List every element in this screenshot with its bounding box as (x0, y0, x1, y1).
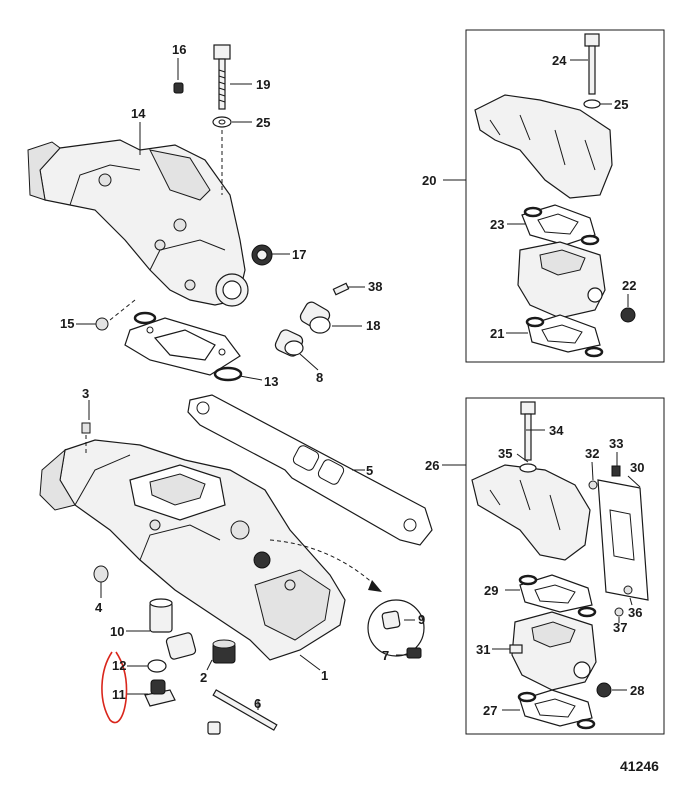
part-labels: 16 19 14 25 17 38 18 15 8 13 3 5 4 10 9 … (60, 42, 644, 718)
label-24: 24 (552, 53, 567, 68)
riser-top-26 (471, 464, 591, 561)
label-1: 1 (321, 668, 328, 683)
label-14: 14 (131, 106, 146, 121)
label-15: 15 (60, 316, 74, 331)
plug-22 (620, 307, 636, 323)
washer-25b (583, 99, 601, 109)
label-18: 18 (366, 318, 380, 333)
fitting-8 (274, 329, 304, 357)
screw-33 (611, 465, 621, 477)
plug-16 (173, 82, 184, 94)
washer-35 (519, 463, 537, 473)
label-38: 38 (368, 279, 382, 294)
label-35: 35 (498, 446, 512, 461)
gasket-27 (517, 689, 596, 730)
elbow-fitting-10 (149, 598, 197, 660)
washer-12 (147, 659, 167, 673)
label-33: 33 (609, 436, 623, 451)
spacer-block-26 (511, 611, 597, 691)
label-27: 27 (483, 703, 497, 718)
label-17: 17 (292, 247, 306, 262)
figure-number: 41246 (620, 758, 659, 774)
bolt-19 (213, 44, 231, 110)
kit-box-26 (465, 397, 665, 735)
label-37: 37 (613, 620, 627, 635)
label-9: 9 (418, 612, 425, 627)
label-19: 19 (256, 77, 270, 92)
drain-plug-11 (144, 679, 176, 707)
label-5: 5 (366, 463, 373, 478)
plug-36 (623, 585, 633, 595)
bolt-24 (584, 33, 600, 95)
cap-2 (212, 639, 236, 664)
label-25-box: 25 (614, 97, 628, 112)
plug-3 (81, 422, 91, 434)
riser-top-20 (474, 94, 613, 199)
label-34: 34 (549, 423, 564, 438)
plug-4 (93, 565, 109, 583)
plug-37 (614, 607, 624, 617)
pin-38 (332, 282, 350, 296)
gasket-23 (521, 204, 600, 246)
label-31: 31 (476, 642, 490, 657)
label-26: 26 (425, 458, 439, 473)
label-30: 30 (630, 460, 644, 475)
manifold-assembly (39, 439, 346, 661)
washer-25 (212, 116, 232, 128)
label-36: 36 (628, 605, 642, 620)
plug-15 (95, 317, 109, 331)
gasket-29 (518, 574, 597, 618)
gasket-21 (525, 314, 604, 358)
label-32: 32 (585, 446, 599, 461)
highlight-markup-circle (101, 651, 128, 724)
plate-30 (597, 479, 649, 601)
label-2: 2 (200, 670, 207, 685)
label-12: 12 (112, 658, 126, 673)
bolt-34 (520, 401, 536, 461)
leader-lines (76, 58, 641, 711)
label-28: 28 (630, 683, 644, 698)
label-3: 3 (82, 386, 89, 401)
fitting-18 (299, 301, 331, 334)
label-6: 6 (254, 696, 261, 711)
plug-32 (588, 480, 598, 490)
bolt-6 (207, 689, 278, 735)
label-16: 16 (172, 42, 186, 57)
label-8: 8 (316, 370, 323, 385)
label-7: 7 (382, 648, 389, 663)
label-10: 10 (110, 624, 124, 639)
label-29: 29 (484, 583, 498, 598)
label-4: 4 (95, 600, 103, 615)
spacer-22-block (517, 241, 606, 319)
label-25-upper: 25 (256, 115, 270, 130)
label-13: 13 (264, 374, 278, 389)
screw-31 (509, 644, 523, 654)
plug-17 (251, 244, 273, 266)
gasket-13 (124, 311, 243, 382)
label-22: 22 (622, 278, 636, 293)
label-21: 21 (490, 326, 504, 341)
kit-box-20 (465, 29, 665, 363)
plug-28 (596, 682, 612, 698)
label-20: 20 (422, 173, 436, 188)
label-23: 23 (490, 217, 504, 232)
label-11: 11 (112, 687, 126, 702)
elbow-assembly (27, 139, 249, 307)
